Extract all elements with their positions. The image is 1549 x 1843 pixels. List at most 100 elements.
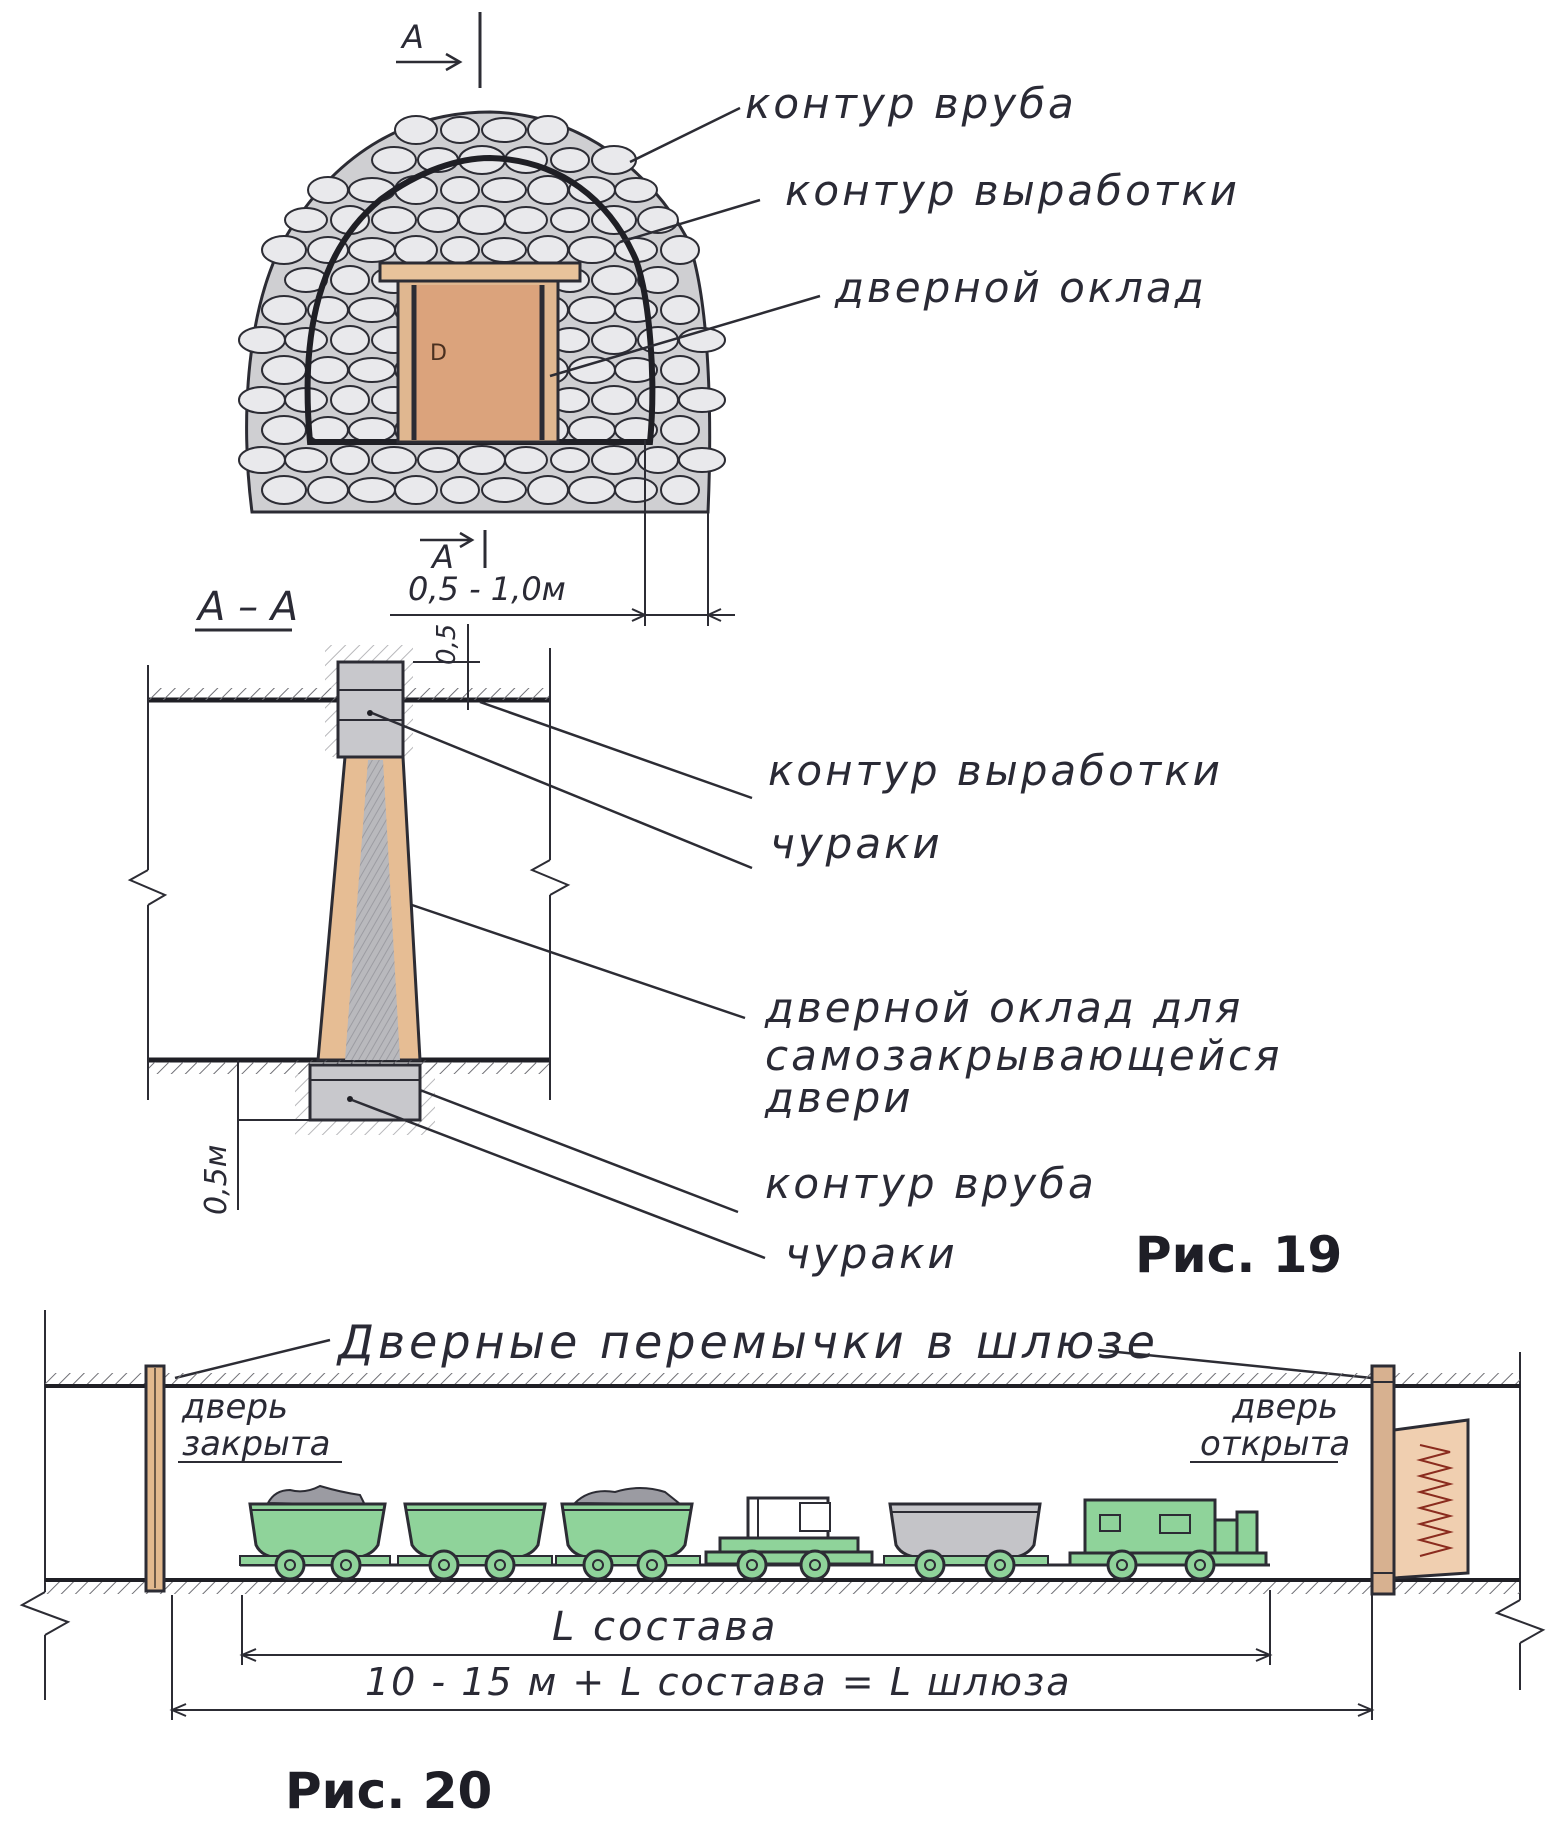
label-door-frame-2-line1: дверной оклад для	[764, 983, 1243, 1032]
masonry-stone	[678, 447, 726, 473]
arrowhead-icon	[1357, 1703, 1375, 1717]
masonry-stone	[348, 357, 396, 383]
masonry-stone	[284, 327, 328, 353]
label-blocks-top: чураки	[770, 819, 943, 868]
masonry-stone	[660, 295, 700, 325]
masonry-stone	[330, 445, 370, 475]
label-blocks-bottom: чураки	[785, 1229, 958, 1278]
masonry-stone	[238, 446, 286, 474]
fig19-front-view: А D контур вруба контур выработки дверно…	[238, 12, 1240, 626]
point-marker	[347, 1096, 353, 1102]
arrowhead-icon	[445, 52, 463, 72]
masonry-stone	[307, 476, 349, 504]
masonry-stone	[678, 387, 726, 413]
label-cut-contour: контур вруба	[745, 79, 1077, 128]
masonry-stone	[371, 446, 417, 474]
masonry-stone	[348, 237, 396, 263]
masonry-stone	[440, 116, 480, 144]
dim-front-label: 0,5 - 1,0м	[408, 570, 566, 608]
masonry-stone	[348, 177, 396, 203]
masonry-stone	[660, 355, 700, 385]
arrowhead-icon	[459, 531, 475, 549]
masonry-stone	[614, 177, 658, 203]
arrowhead-icon	[239, 1648, 257, 1662]
masonry-stone	[591, 445, 637, 475]
masonry-stone	[637, 386, 679, 414]
masonry-stone	[261, 355, 307, 385]
masonry-stone	[614, 357, 658, 383]
dim-train-label: L состава	[552, 1604, 778, 1650]
masonry-stone	[527, 175, 569, 205]
masonry-stone	[550, 147, 590, 173]
masonry-stone	[261, 235, 307, 265]
door-handle-icon: D	[430, 341, 447, 366]
masonry-stone	[481, 237, 527, 263]
masonry-stone	[481, 477, 527, 503]
working-contour-arch	[304, 154, 656, 445]
fig19-section-view: А – А 0,5 0,5м	[127, 584, 1342, 1284]
airlock-floor-hatch	[45, 1582, 1520, 1594]
masonry-stone	[481, 177, 527, 203]
airlock-title: Дверные перемычки в шлюзе	[336, 1315, 1159, 1369]
airlock-roof-hatch	[45, 1373, 1520, 1385]
leader-cut-contour-2	[419, 1088, 739, 1214]
leader-blocks-top	[371, 711, 753, 870]
masonry-stone	[550, 447, 590, 473]
break-mark-icon	[127, 869, 168, 906]
masonry-stone	[660, 415, 700, 445]
bottom-blocks	[308, 1063, 422, 1122]
masonry-stone	[284, 447, 328, 473]
masonry-stone	[458, 205, 506, 235]
label-working-contour: контур выработки	[785, 166, 1240, 215]
masonry-stone	[417, 207, 459, 233]
masonry-stone	[238, 326, 286, 354]
masonry-stone	[568, 476, 616, 504]
masonry-stone	[591, 265, 637, 295]
masonry-stone	[238, 386, 286, 414]
leader-title-left	[174, 1338, 331, 1380]
leader-working-contour-2	[479, 700, 753, 800]
masonry-stone	[527, 115, 569, 145]
masonry-stone	[504, 206, 548, 234]
masonry-stone	[440, 476, 480, 504]
section-mark-top: А	[400, 18, 424, 56]
masonry-stone	[307, 176, 349, 204]
door-panel	[414, 285, 542, 440]
leader-working-contour	[619, 198, 761, 244]
masonry-stone	[261, 475, 307, 505]
label-working-contour-2: контур выработки	[768, 746, 1223, 795]
masonry-stone	[660, 475, 700, 505]
masonry-stone	[330, 385, 370, 415]
masonry-stone	[660, 235, 700, 265]
arrowhead-icon	[169, 1703, 187, 1717]
dim-lock-label: 10 - 15 м + L состава = L шлюза	[365, 1660, 1072, 1704]
label-door-frame-2-line2: самозакрывающейся	[765, 1031, 1282, 1080]
break-mark-icon	[529, 859, 571, 896]
fig20-airlock: Дверные перемычки в шлюзе дверь закрыта …	[19, 1310, 1546, 1820]
label-door-open-1: дверь	[1231, 1387, 1338, 1427]
door-spring-icon	[1416, 1444, 1454, 1557]
masonry-stone	[614, 477, 658, 503]
break-mark-icon	[1494, 1599, 1546, 1644]
masonry-stone	[504, 446, 548, 474]
masonry-stone	[348, 417, 396, 443]
masonry-stone	[568, 236, 616, 264]
wagon-3	[555, 1487, 701, 1581]
door-lintel	[378, 261, 582, 283]
masonry-stone	[284, 207, 328, 233]
masonry-stone	[307, 356, 349, 384]
section-mark-bottom: А	[430, 538, 454, 576]
masonry-stone	[550, 207, 590, 233]
top-blocks	[336, 660, 405, 759]
leader-blocks-bottom	[351, 1098, 766, 1260]
masonry-stone	[568, 296, 616, 324]
masonry-stone	[261, 295, 307, 325]
dim-top-label: 0,5	[432, 624, 462, 665]
section-title: А – А	[195, 584, 298, 630]
wagon-platform	[704, 1496, 874, 1581]
masonry-stone	[637, 206, 679, 234]
masonry-stone	[527, 475, 569, 505]
masonry-stone	[394, 475, 438, 505]
masonry-stone	[261, 415, 307, 445]
